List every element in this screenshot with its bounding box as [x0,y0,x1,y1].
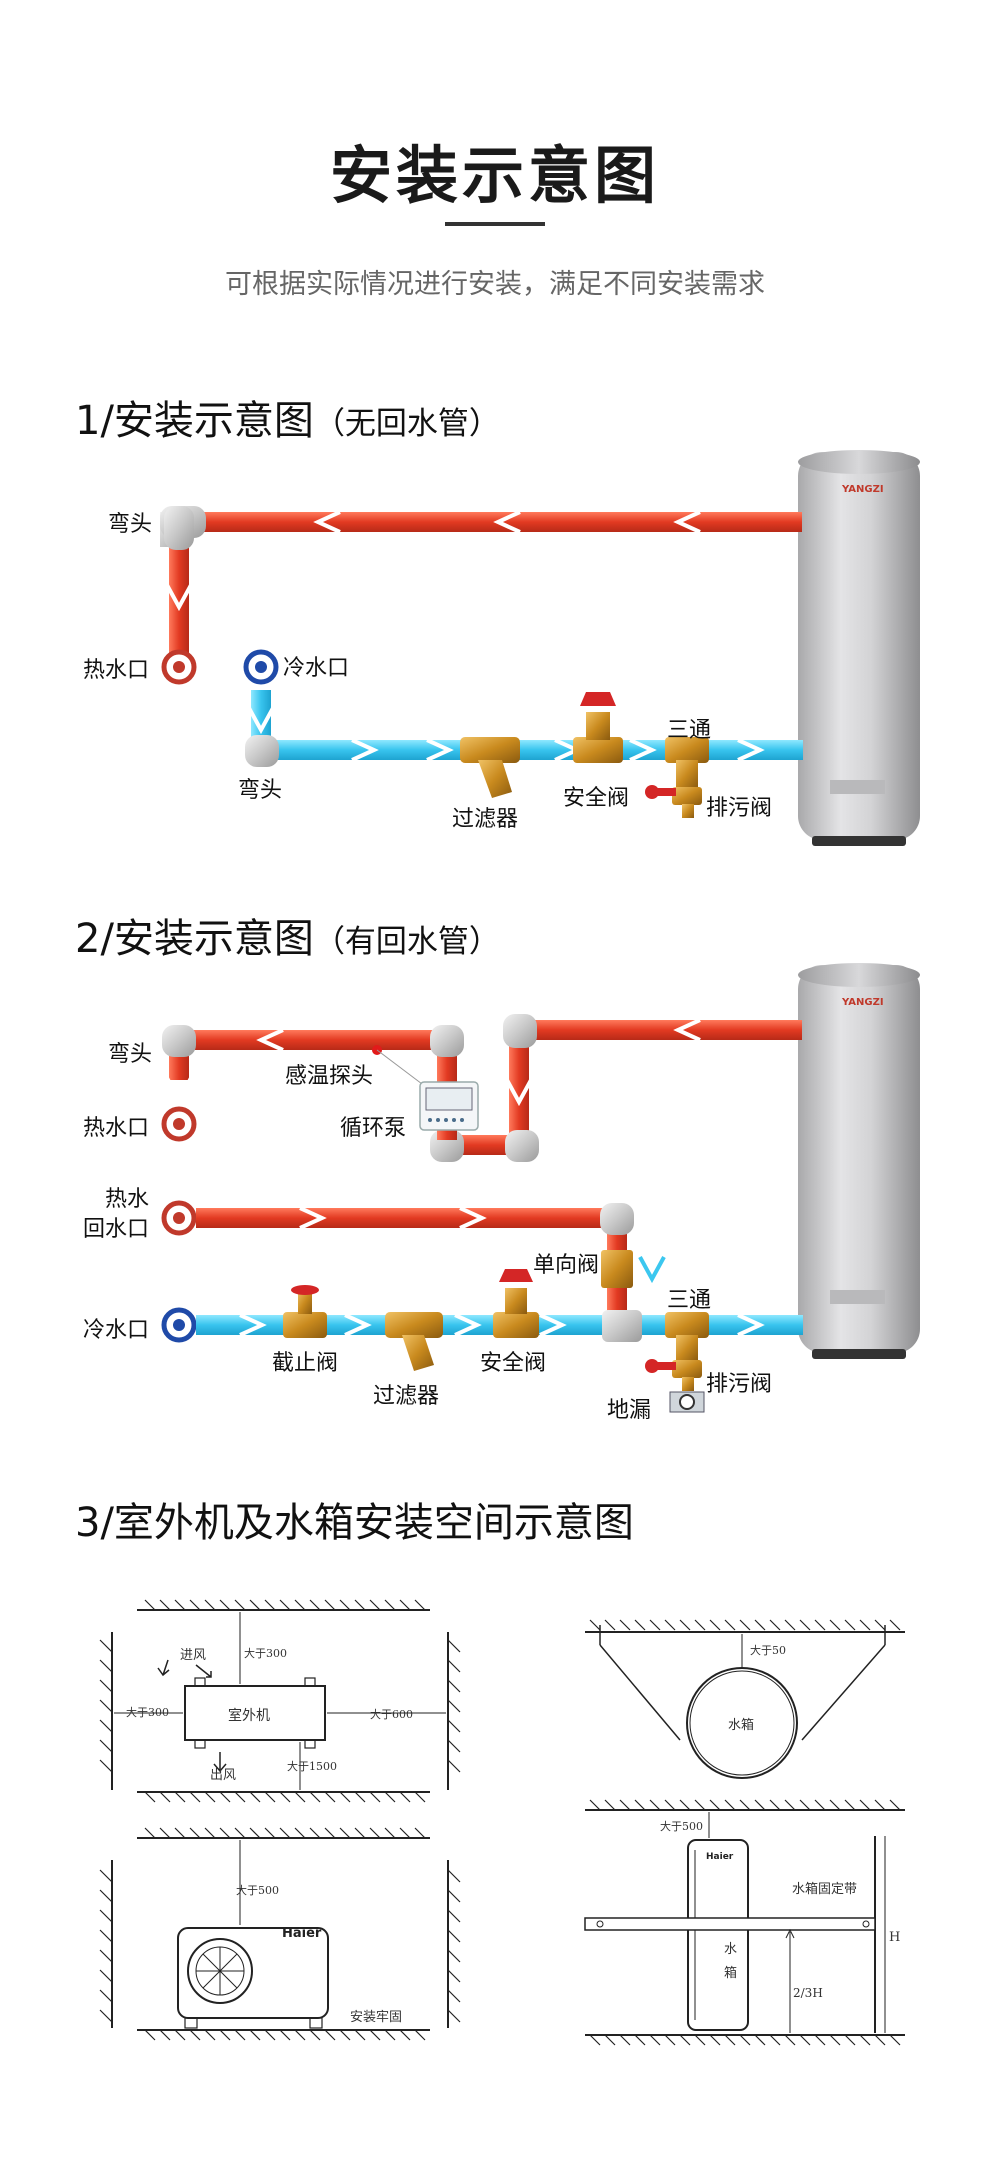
label-two-thirds-h: 2/3H [793,1986,823,2000]
section3-diagrams [99,1599,905,2046]
label-tank-char1: 水 [724,1942,738,1957]
label-air-in: 进风 [180,1648,207,1663]
label-safety-valve-2: 安全阀 [480,1351,547,1376]
tank-logo: YANGZI [841,484,884,495]
label-gt300-left: 大于300 [126,1706,169,1719]
label-elbow-top-1: 弯头 [108,512,153,537]
label-filter-1: 过滤器 [452,807,519,832]
label-circulation-pump: 循环泵 [340,1116,407,1141]
tee-joint-2 [602,1310,642,1342]
label-hot-return-line2: 回水口 [83,1217,150,1242]
tank-clearance-top-view [585,1619,905,1779]
title-divider [445,222,545,226]
label-gt500-right: 大于500 [660,1820,703,1833]
label-safety-valve-1: 安全阀 [563,786,630,811]
section1-heading-paren: （无回水管） [313,406,500,442]
label-drain-valve-1: 排污阀 [706,796,773,821]
label-tank-top: 水箱 [728,1718,755,1733]
circulation-pump-controller [419,1081,479,1131]
label-gt300-top: 大于300 [244,1647,287,1660]
filter-2 [385,1312,443,1371]
label-gt1500: 大于1500 [287,1760,337,1773]
tank-clearance-side-view [584,1799,905,2046]
outdoor-unit-clearance-front-view [99,1827,461,2041]
hot-pipe-top-1 [180,512,802,532]
label-tank-char2: 箱 [724,1966,738,1981]
label-gt600: 大于600 [370,1708,413,1721]
label-tee-2: 三通 [667,1288,712,1313]
section1-heading: 1/安装示意图（无回水管） [75,388,500,446]
water-tank-1: YANGZI [798,450,920,846]
tee-2 [645,1312,709,1391]
label-check-valve: 单向阀 [533,1253,600,1278]
flow-arrow [313,510,341,534]
hot-pipe-down-1 [169,530,189,665]
tee-1 [645,737,709,818]
section2-heading-paren: （有回水管） [313,924,500,960]
tank-nameplate [830,780,885,794]
outdoor-unit-clearance-top-view [99,1599,461,1803]
stop-valve [283,1285,327,1338]
page-title: 安装示意图 [329,139,660,212]
safety-valve-2 [493,1269,539,1338]
safety-valve-1 [573,692,623,763]
label-stop-valve: 截止阀 [272,1351,339,1376]
elbow-bottom-1 [245,735,279,767]
label-elbow-2: 弯头 [108,1042,153,1067]
label-haier-tank: Haier [706,1852,734,1862]
label-tank-strap: 水箱固定带 [792,1882,858,1897]
label-outdoor-unit: 室外机 [228,1708,270,1724]
section2-heading-text: 2/安装示意图 [75,916,314,962]
label-gt500-left: 大于500 [236,1884,279,1897]
label-temp-probe: 感温探头 [285,1064,374,1089]
label-hot-return: 热水 回水口 [83,1185,158,1245]
label-tee-1: 三通 [667,718,712,743]
section1-diagram: YANGZI [160,450,920,846]
section2-diagram: YANGZI [161,963,920,1413]
label-gt50: 大于50 [750,1644,786,1657]
label-secure-install: 安装牢固 [350,2010,403,2025]
water-tank-2: YANGZI [798,963,920,1359]
label-elbow-bottom-1: 弯头 [238,778,283,803]
page-subtitle: 可根据实际情况进行安装，满足不同安装需求 [225,269,765,300]
floor-drain [669,1391,705,1413]
label-hot-return-line1: 热水 [105,1187,150,1212]
label-floor-drain: 地漏 [607,1398,652,1423]
label-hot-outlet-1: 热水口 [83,658,150,683]
label-h: H [889,1930,901,1945]
filter-1 [460,737,520,798]
label-drain-valve-2: 排污阀 [706,1372,773,1397]
label-filter-2: 过滤器 [373,1384,440,1409]
section1-heading-text: 1/安装示意图 [75,398,314,444]
label-cold-inlet-2: 冷水口 [83,1318,150,1343]
section3-heading: 3/室外机及水箱安装空间示意图 [75,1500,634,1546]
cold-pipe-main-1 [255,740,803,760]
check-valve [601,1250,633,1288]
label-hot-outlet-2: 热水口 [83,1116,150,1141]
label-cold-inlet-1: 冷水口 [283,656,350,681]
label-air-out: 出风 [210,1768,237,1783]
drain-valve-handle [652,788,676,796]
section2-heading: 2/安装示意图（有回水管） [75,906,500,964]
tank-logo-2: YANGZI [841,997,884,1008]
label-haier-unit: Haier [282,1926,322,1941]
